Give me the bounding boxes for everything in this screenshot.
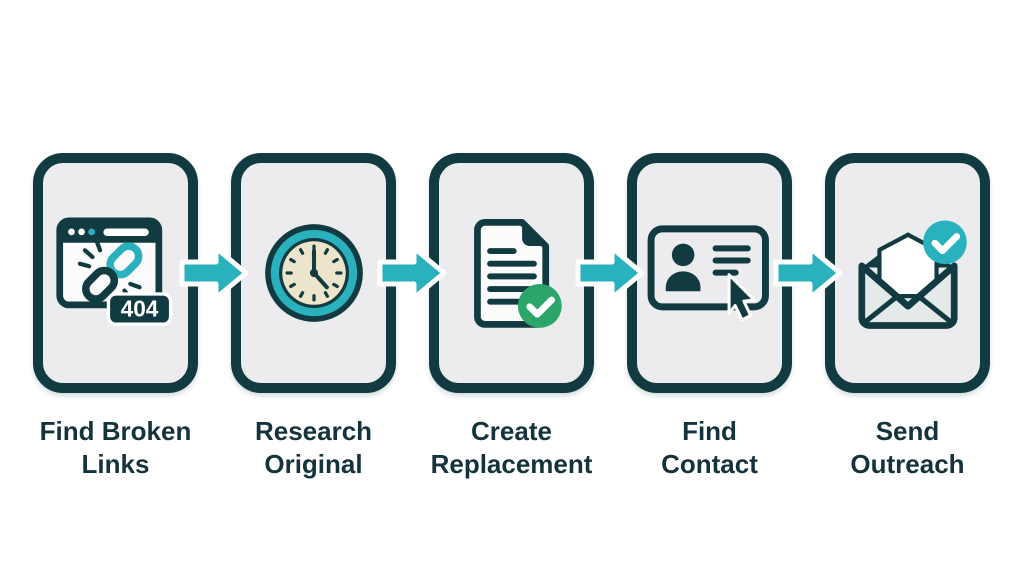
document-text-lines — [486, 248, 537, 305]
clock-ticks — [285, 244, 342, 302]
process-flow: 404 Find Broken Links — [33, 153, 990, 481]
browser-address-bar — [102, 228, 149, 237]
document-fold — [521, 220, 547, 247]
chain-link-teal — [105, 242, 142, 279]
checkmark — [931, 233, 960, 255]
contact-avatar-head — [671, 243, 694, 266]
broken-link-browser-icon: 404 — [55, 217, 172, 326]
check-circle — [922, 220, 967, 265]
step-card — [627, 153, 792, 393]
step-card — [825, 153, 990, 393]
404-badge: 404 — [106, 292, 172, 326]
flow-connector — [575, 153, 645, 393]
step-card — [231, 153, 396, 393]
checkmark — [525, 296, 555, 318]
contact-text-lines — [712, 244, 751, 276]
check-circle — [517, 283, 562, 328]
envelope-check-icon — [857, 220, 967, 329]
arrow-right-icon — [773, 245, 843, 301]
flow-step-send-outreach: Send Outreach — [825, 153, 990, 481]
arrow-right-icon — [575, 245, 645, 301]
flow-connector — [377, 153, 447, 393]
step-card — [429, 153, 594, 393]
clock-icon — [264, 224, 363, 322]
clock-minute-hand — [311, 249, 316, 275]
step-label: Find Broken Links — [39, 416, 192, 479]
break-sparks — [77, 238, 102, 269]
flow-step-find-contact: Find Contact — [627, 153, 792, 481]
contact-card-cursor-icon — [647, 224, 769, 321]
envelope-body — [857, 262, 958, 329]
flow-step-create-replacement: Create Replacement — [429, 153, 594, 481]
404-badge-text: 404 — [120, 296, 158, 322]
arrow-right-icon — [377, 245, 447, 301]
flow-connector — [179, 153, 249, 393]
step-label: Send Outreach — [850, 416, 965, 479]
flow-connector — [773, 153, 843, 393]
cursor-icon — [727, 272, 756, 321]
contact-avatar-body — [665, 270, 700, 291]
chain-link-dark — [81, 266, 118, 303]
step-label: Find Contact — [661, 416, 758, 479]
flow-step-find-broken-links: 404 Find Broken Links — [33, 153, 198, 481]
step-card: 404 — [33, 153, 198, 393]
document-check-icon — [473, 219, 562, 328]
arrow-right-icon — [179, 245, 249, 301]
flow-step-research-original: Research Original — [231, 153, 396, 481]
envelope-fold-lines — [862, 295, 953, 324]
step-label: Create Replacement — [430, 416, 593, 479]
step-label: Research Original — [254, 416, 373, 479]
